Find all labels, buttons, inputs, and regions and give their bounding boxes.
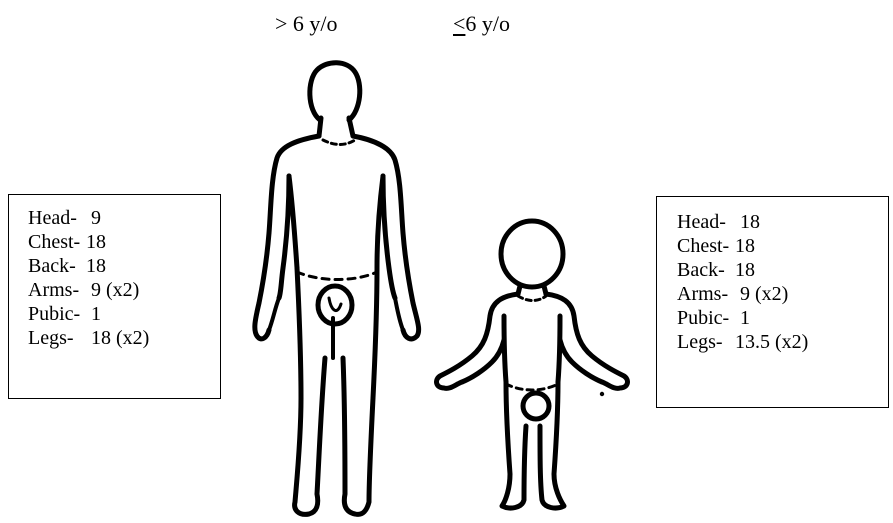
row-value: 18 <box>735 235 755 257</box>
adult-body-figure <box>245 58 435 523</box>
row-part-label: Back- <box>677 258 735 282</box>
row-value: 18 <box>740 211 760 233</box>
row-part-label: Head- <box>677 210 735 234</box>
row-part-label: Chest- <box>28 230 86 254</box>
child-age-label: <6 y/o <box>453 10 510 38</box>
child-body-outline-svg <box>432 216 642 516</box>
row-part-label: Arms- <box>28 278 86 302</box>
adult-body-outline-svg <box>245 58 435 518</box>
row-part-label: Legs- <box>677 330 735 354</box>
child-row-chest: Chest-18 <box>677 234 888 258</box>
child-percentage-box: Head- 18 Chest-18 Back-18 Arms- 9 (x2) P… <box>656 196 889 408</box>
row-part-label: Pubic- <box>28 302 86 326</box>
adult-row-back: Back-18 <box>28 254 220 278</box>
adult-row-chest: Chest-18 <box>28 230 220 254</box>
child-row-legs: Legs-13.5 (x2) <box>677 330 888 354</box>
adult-percentage-box: Head- 9 Chest-18 Back-18 Arms- 9 (x2) Pu… <box>8 194 221 399</box>
adult-row-legs: Legs- 18 (x2) <box>28 326 220 350</box>
row-value: 9 (x2) <box>740 283 788 305</box>
row-part-label: Head- <box>28 206 86 230</box>
less-than-or-equal-symbol: < <box>453 10 465 38</box>
row-value: 18 <box>86 255 106 277</box>
row-part-label: Pubic- <box>677 306 735 330</box>
row-value: 18 <box>86 231 106 253</box>
row-part-label: Back- <box>28 254 86 278</box>
row-value: 18 <box>735 259 755 281</box>
row-value: 1 <box>740 307 750 329</box>
child-age-value: 6 y/o <box>465 11 510 36</box>
adult-age-label: > 6 y/o <box>275 10 338 38</box>
row-value: 9 (x2) <box>91 279 139 301</box>
row-value: 13.5 (x2) <box>735 331 808 353</box>
child-row-back: Back-18 <box>677 258 888 282</box>
row-value: 1 <box>91 303 101 325</box>
adult-row-pubic: Pubic- 1 <box>28 302 220 326</box>
child-body-figure <box>432 216 642 521</box>
child-row-head: Head- 18 <box>677 210 888 234</box>
row-value: 9 <box>91 207 101 229</box>
child-row-pubic: Pubic- 1 <box>677 306 888 330</box>
row-value: 18 (x2) <box>91 327 149 349</box>
row-part-label: Legs- <box>28 326 86 350</box>
row-part-label: Chest- <box>677 234 735 258</box>
adult-row-arms: Arms- 9 (x2) <box>28 278 220 302</box>
adult-row-head: Head- 9 <box>28 206 220 230</box>
row-part-label: Arms- <box>677 282 735 306</box>
child-row-arms: Arms- 9 (x2) <box>677 282 888 306</box>
